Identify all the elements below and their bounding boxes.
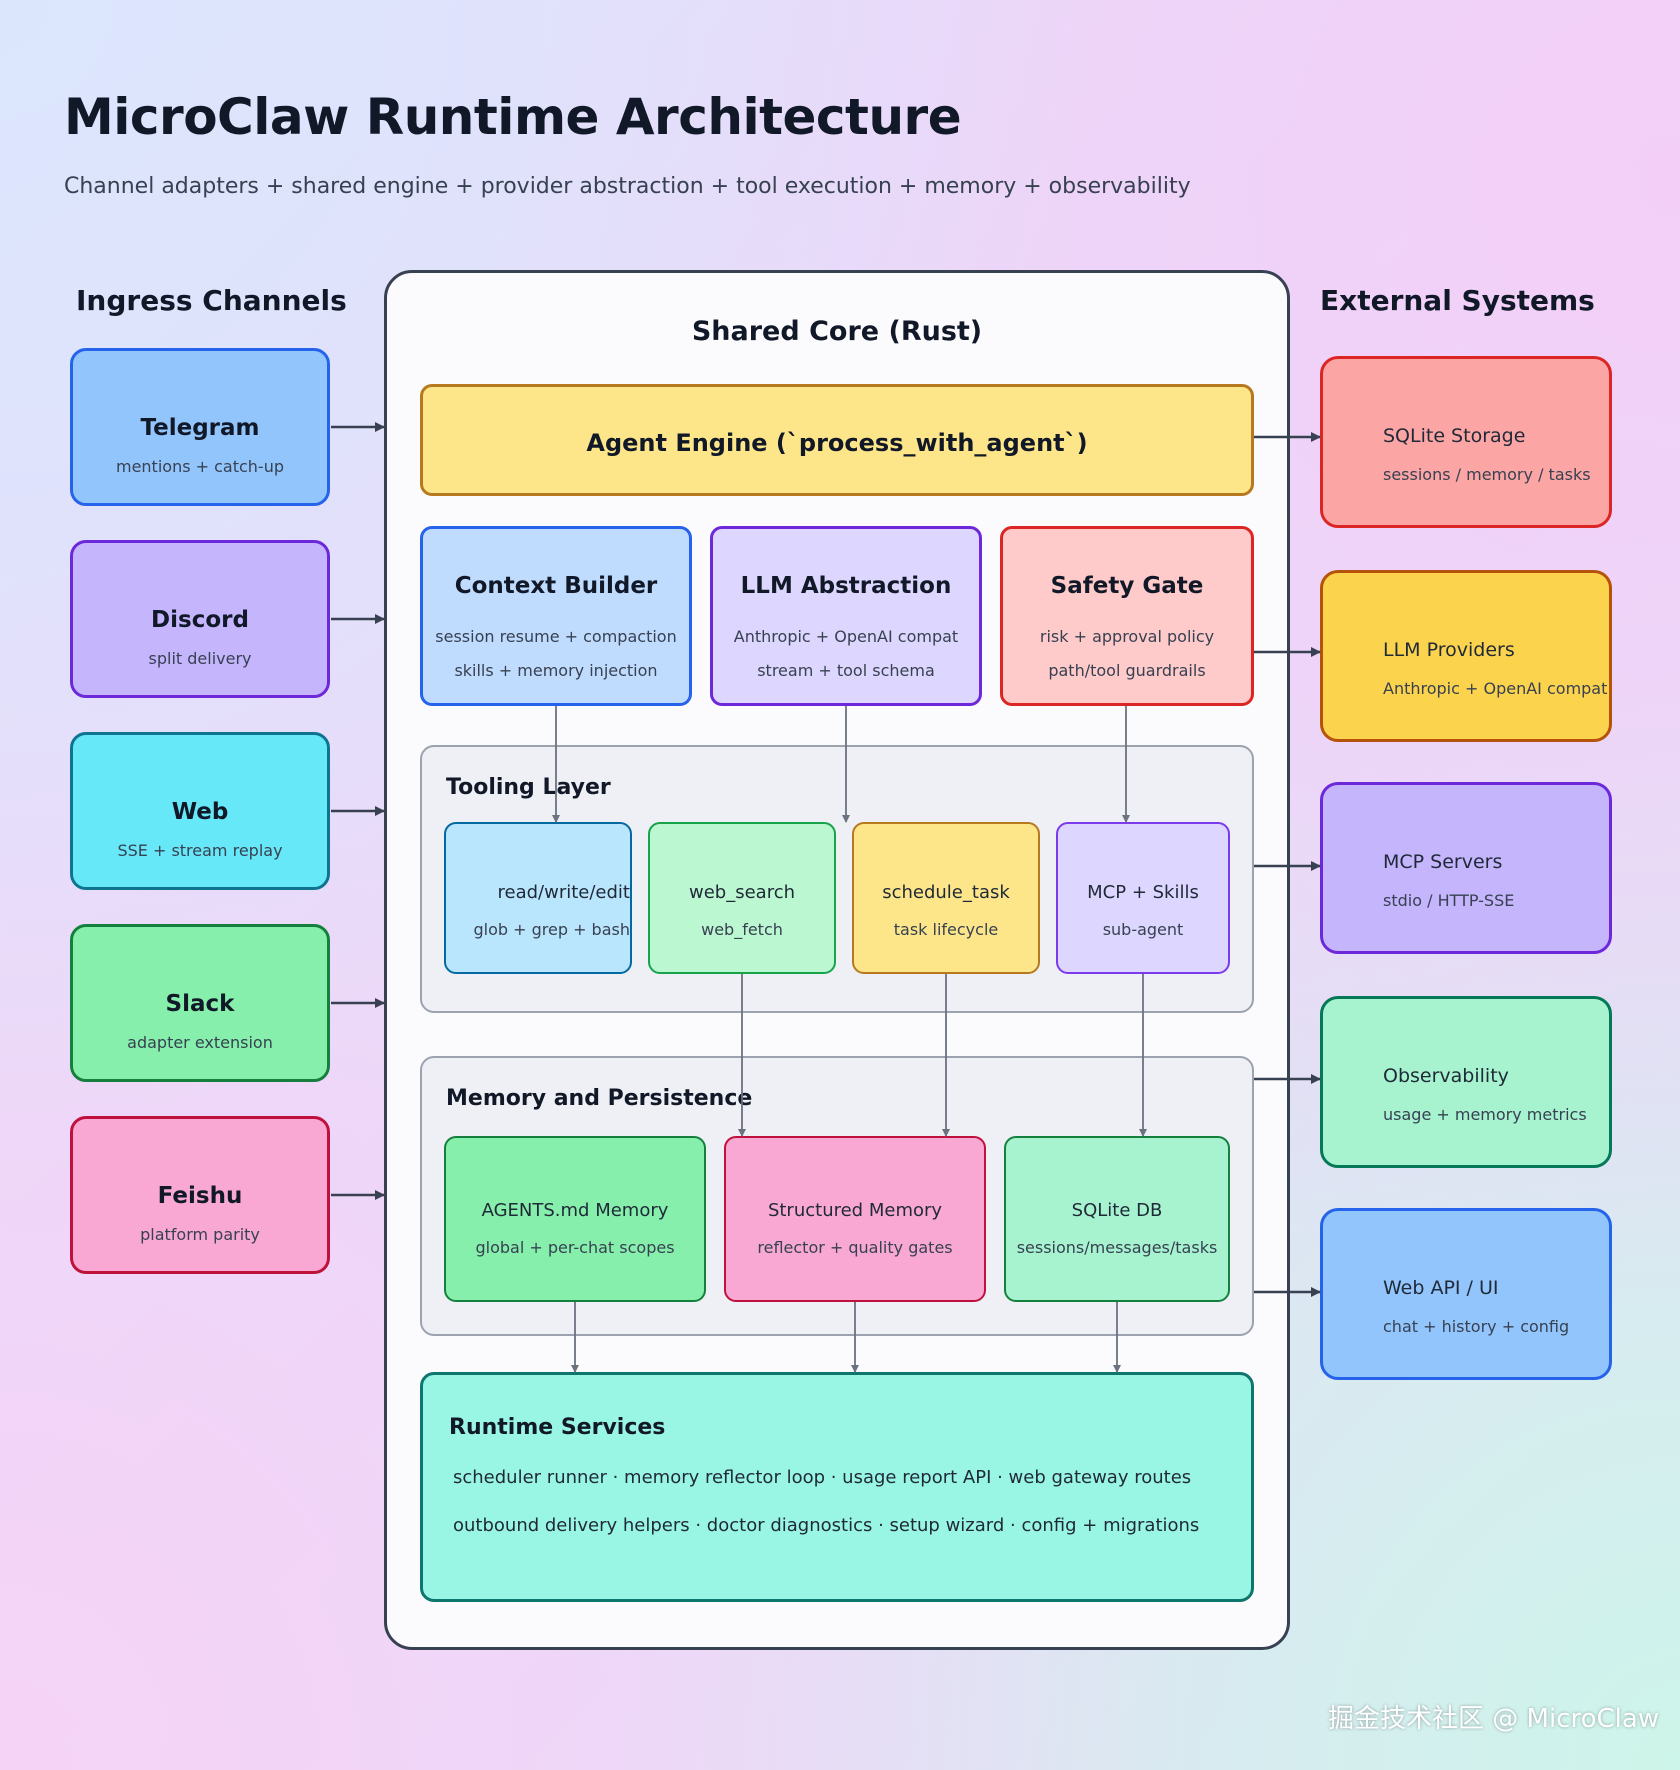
- tool-title: MCP + Skills: [1087, 882, 1199, 903]
- component-title: Context Builder: [454, 573, 658, 599]
- store-title: AGENTS.md Memory: [481, 1200, 669, 1221]
- tooling-layer-title: Tooling Layer: [446, 775, 611, 800]
- external-llm-providers: LLM Providers Anthropic + OpenAI compat: [1320, 570, 1612, 742]
- component-title: Safety Gate: [1050, 573, 1204, 599]
- tool-read-write-edit: read/write/edit glob + grep + bash: [444, 822, 632, 974]
- tool-title: schedule_task: [882, 882, 1010, 903]
- channel-subtitle: mentions + catch-up: [115, 457, 284, 476]
- agent-engine-title: Agent Engine (`process_with_agent`): [586, 429, 1088, 457]
- component-line1: Anthropic + OpenAI compat: [733, 627, 959, 646]
- channel-discord: Discord split delivery: [70, 540, 330, 698]
- safety-gate-box: Safety Gate risk + approval policy path/…: [1000, 526, 1254, 706]
- external-heading: External Systems: [1320, 284, 1595, 317]
- watermark: 掘金技术社区 @ MicroClaw: [1328, 1704, 1660, 1734]
- runtime-services-box: Runtime Services scheduler runner · memo…: [420, 1372, 1254, 1602]
- external-subtitle: sessions / memory / tasks: [1383, 465, 1591, 484]
- external-subtitle: usage + memory metrics: [1383, 1105, 1587, 1124]
- store-subtitle: sessions/messages/tasks: [1016, 1238, 1218, 1257]
- external-title: SQLite Storage: [1383, 425, 1526, 447]
- external-sqlite-storage: SQLite Storage sessions / memory / tasks: [1320, 356, 1612, 528]
- component-line2: skills + memory injection: [454, 661, 658, 680]
- component-line2: path/tool guardrails: [1048, 661, 1206, 680]
- shared-core-title: Shared Core (Rust): [691, 316, 983, 347]
- tool-subtitle: glob + grep + bash: [473, 920, 630, 939]
- store-structured-memory: Structured Memory reflector + quality ga…: [724, 1136, 986, 1302]
- store-sqlite-db: SQLite DB sessions/messages/tasks: [1004, 1136, 1230, 1302]
- tool-title: read/write/edit: [497, 882, 630, 903]
- channel-feishu: Feishu platform parity: [70, 1116, 330, 1274]
- runtime-services-line1: scheduler runner · memory reflector loop…: [453, 1467, 1192, 1488]
- external-subtitle: Anthropic + OpenAI compat: [1383, 679, 1608, 698]
- external-subtitle: stdio / HTTP-SSE: [1383, 891, 1515, 910]
- memory-layer-title: Memory and Persistence: [446, 1086, 753, 1111]
- channel-slack: Slack adapter extension: [70, 924, 330, 1082]
- external-title: Web API / UI: [1383, 1277, 1499, 1299]
- external-title: MCP Servers: [1383, 851, 1503, 873]
- channel-title: Telegram: [140, 415, 260, 441]
- channel-subtitle: split delivery: [148, 649, 252, 668]
- page-subtitle: Channel adapters + shared engine + provi…: [64, 174, 1191, 199]
- agent-engine-box: Agent Engine (`process_with_agent`): [420, 384, 1254, 496]
- tool-title: web_search: [688, 882, 795, 903]
- channel-web: Web SSE + stream replay: [70, 732, 330, 890]
- store-subtitle: reflector + quality gates: [757, 1238, 953, 1257]
- runtime-services-title: Runtime Services: [449, 1415, 666, 1440]
- tool-mcp-skills: MCP + Skills sub-agent: [1056, 822, 1230, 974]
- external-web-api-ui: Web API / UI chat + history + config: [1320, 1208, 1612, 1380]
- channel-title: Feishu: [157, 1183, 243, 1209]
- channel-subtitle: SSE + stream replay: [117, 841, 283, 860]
- tool-subtitle: task lifecycle: [893, 920, 999, 939]
- tool-web-search: web_search web_fetch: [648, 822, 836, 974]
- external-title: LLM Providers: [1383, 639, 1515, 661]
- store-subtitle: global + per-chat scopes: [475, 1238, 675, 1257]
- runtime-services-line2: outbound delivery helpers · doctor diagn…: [453, 1515, 1200, 1536]
- channel-title: Discord: [151, 607, 249, 633]
- store-title: SQLite DB: [1071, 1200, 1163, 1221]
- store-agents-md: AGENTS.md Memory global + per-chat scope…: [444, 1136, 706, 1302]
- external-subtitle: chat + history + config: [1383, 1317, 1570, 1336]
- tool-schedule-task: schedule_task task lifecycle: [852, 822, 1040, 974]
- channel-telegram: Telegram mentions + catch-up: [70, 348, 330, 506]
- external-observability: Observability usage + memory metrics: [1320, 996, 1612, 1168]
- component-line1: session resume + compaction: [435, 627, 677, 646]
- channel-subtitle: adapter extension: [127, 1033, 273, 1052]
- llm-abstraction-box: LLM Abstraction Anthropic + OpenAI compa…: [710, 526, 982, 706]
- component-line2: stream + tool schema: [757, 661, 935, 680]
- external-title: Observability: [1383, 1065, 1509, 1087]
- channel-subtitle: platform parity: [140, 1225, 260, 1244]
- ingress-heading: Ingress Channels: [76, 284, 347, 317]
- store-title: Structured Memory: [767, 1200, 943, 1221]
- external-mcp-servers: MCP Servers stdio / HTTP-SSE: [1320, 782, 1612, 954]
- component-title: LLM Abstraction: [740, 573, 952, 599]
- channel-title: Web: [171, 799, 229, 825]
- component-line1: risk + approval policy: [1039, 627, 1215, 646]
- channel-title: Slack: [165, 991, 235, 1017]
- context-builder-box: Context Builder session resume + compact…: [420, 526, 692, 706]
- tool-subtitle: sub-agent: [1102, 920, 1184, 939]
- page-title: MicroClaw Runtime Architecture: [64, 88, 962, 146]
- tool-subtitle: web_fetch: [701, 920, 783, 939]
